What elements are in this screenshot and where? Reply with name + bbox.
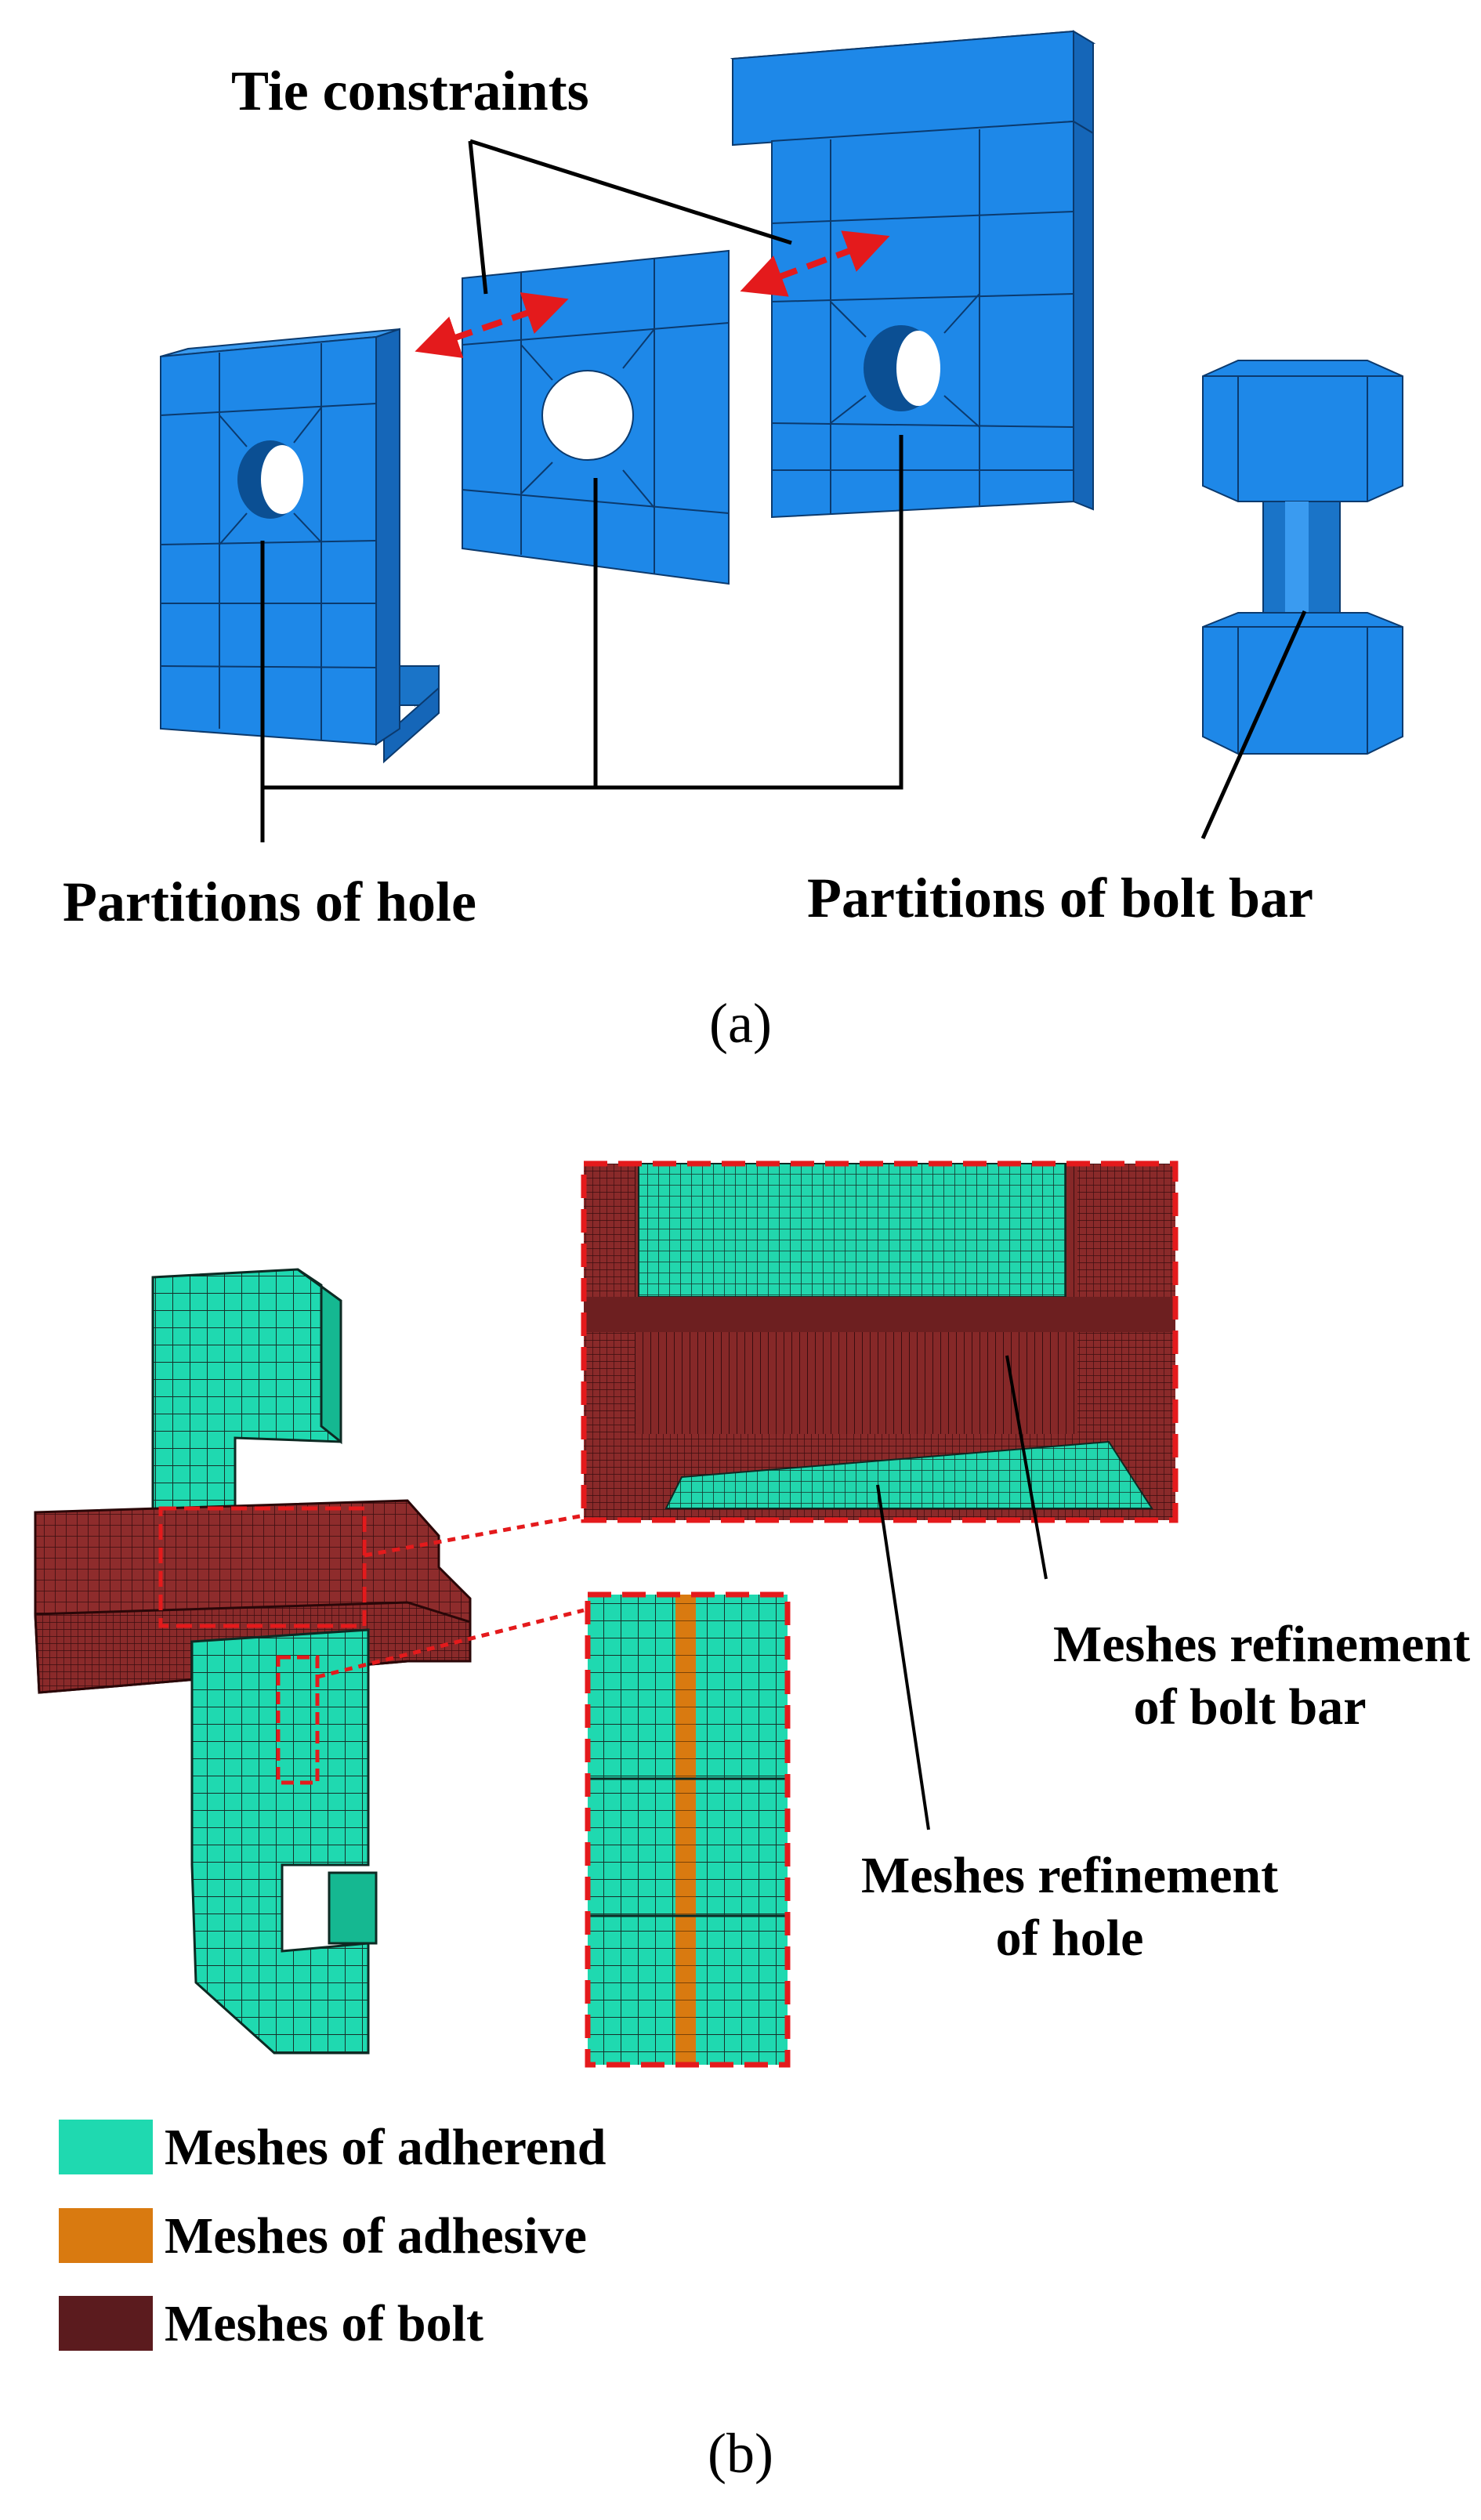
label-partitions-bolt-bar: Partitions of bolt bar xyxy=(807,867,1313,929)
legend-label-adherend: Meshes of adherend xyxy=(165,2119,606,2176)
legend-swatch-adhesive xyxy=(59,2208,153,2263)
legend-label-adhesive: Meshes of adhesive xyxy=(165,2207,587,2265)
label-tie-constraints: Tie constraints xyxy=(231,60,589,122)
leader-lines-a xyxy=(260,139,1307,842)
legend: Meshes of adherend Meshes of adhesive Me… xyxy=(59,2119,606,2352)
right-adherend-block xyxy=(730,30,1096,519)
label-refine-bolt-1: Meshes refinement xyxy=(1053,1616,1470,1673)
legend-swatch-adherend xyxy=(59,2120,153,2174)
panel-b: Meshes refinement of bolt bar Meshes ref… xyxy=(34,1160,1470,2485)
legend-swatch-bolt xyxy=(59,2296,153,2351)
caption-b: (b) xyxy=(708,2422,773,2485)
bolt xyxy=(1202,360,1403,755)
label-partitions-hole: Partitions of hole xyxy=(63,871,476,933)
zoom-connectors xyxy=(317,1514,585,1679)
label-refine-bolt-2: of bolt bar xyxy=(1134,1678,1367,1736)
left-adherend-block xyxy=(160,328,440,764)
leader-lines-b xyxy=(876,1355,1048,1830)
label-refine-hole-1: Meshes refinement xyxy=(861,1847,1278,1904)
legend-label-bolt: Meshes of bolt xyxy=(165,2295,483,2352)
mesh-model xyxy=(34,1268,472,2055)
inset-bolt-bar xyxy=(581,1160,1179,1523)
panel-a: Tie constraints Partitions of hole Parti… xyxy=(63,30,1403,1055)
tie-constraint-arrows xyxy=(415,230,890,358)
label-refine-hole-2: of hole xyxy=(996,1910,1144,1967)
inset-hole xyxy=(585,1591,791,2068)
caption-a: (a) xyxy=(709,992,772,1055)
